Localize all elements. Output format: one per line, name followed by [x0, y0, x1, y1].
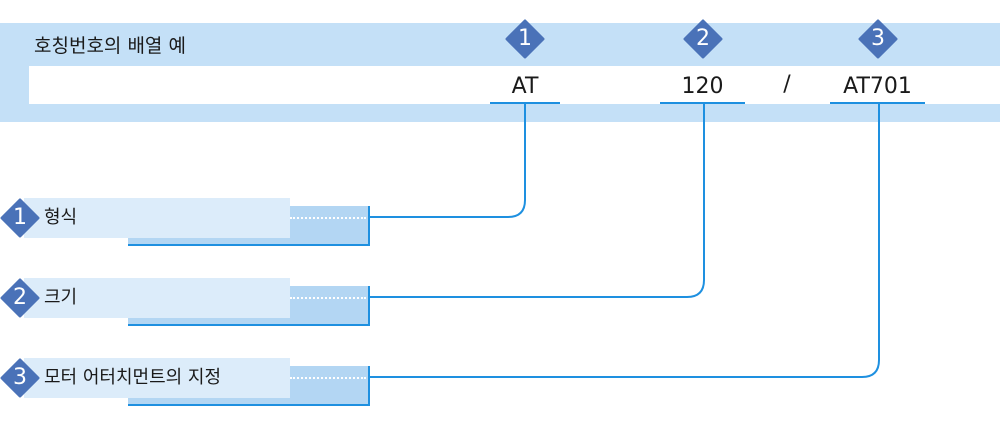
- label-block-2-dots: [290, 297, 366, 299]
- connector-3: [370, 104, 880, 378]
- label-block-1: 1 형식: [0, 198, 370, 248]
- number-badge-2: 2: [683, 19, 723, 59]
- separator: /: [783, 72, 791, 97]
- label-block-1-dots: [290, 217, 366, 219]
- field-motor-attachment-underline: [830, 102, 925, 104]
- label-block-2: 2 크기: [0, 278, 370, 328]
- field-size-underline: [660, 102, 745, 104]
- label-block-2-edge: [368, 286, 370, 326]
- field-type: AT: [490, 72, 560, 104]
- field-size-value: 120: [681, 74, 724, 99]
- label-badge-2: 2: [0, 278, 40, 318]
- label-block-2-panel: [24, 278, 290, 318]
- field-motor-attachment-value: AT701: [843, 74, 912, 99]
- field-size: 120: [660, 72, 745, 104]
- label-block-3-panel: [24, 358, 290, 398]
- label-block-3: 3 모터 어터치먼트의 지정: [0, 358, 370, 408]
- diagram-title: 호칭번호의 배열 예: [34, 35, 186, 57]
- label-block-1-underline: [128, 244, 370, 246]
- code-strip: [29, 66, 1000, 104]
- label-badge-3: 3: [0, 358, 40, 398]
- label-block-1-panel: [24, 198, 290, 238]
- label-badge-1: 1: [0, 198, 40, 238]
- connector-1: [370, 104, 526, 218]
- number-badge-1: 1: [505, 19, 545, 59]
- label-text-2: 크기: [44, 287, 78, 308]
- label-text-3: 모터 어터치먼트의 지정: [44, 367, 222, 388]
- label-text-1: 형식: [44, 207, 78, 228]
- connector-2: [370, 104, 705, 298]
- label-block-3-edge: [368, 366, 370, 406]
- number-badge-3: 3: [858, 19, 898, 59]
- label-block-3-underline: [128, 404, 370, 406]
- field-type-underline: [490, 102, 560, 104]
- label-block-2-underline: [128, 324, 370, 326]
- label-block-1-edge: [368, 206, 370, 246]
- field-motor-attachment: AT701: [830, 72, 925, 104]
- label-block-3-dots: [290, 377, 366, 379]
- field-type-value: AT: [511, 74, 539, 99]
